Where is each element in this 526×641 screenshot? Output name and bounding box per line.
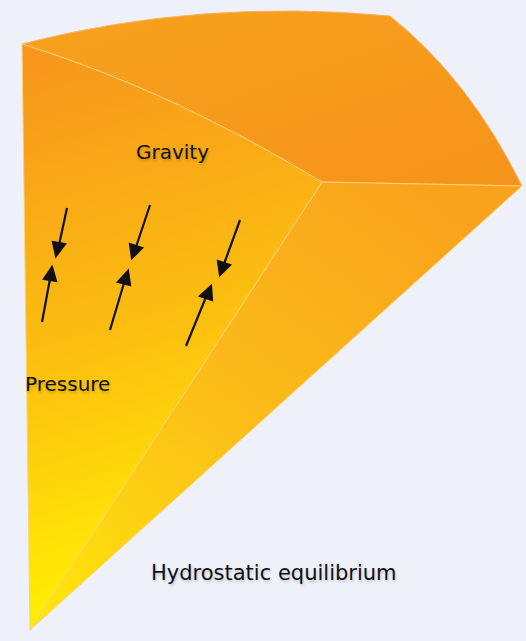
text-label: Pressure — [25, 372, 110, 396]
force-arrows — [42, 205, 240, 346]
front-face — [22, 44, 322, 630]
text-label: Gravity — [136, 140, 209, 164]
text-label: Hydrostatic equilibrium — [151, 561, 397, 585]
